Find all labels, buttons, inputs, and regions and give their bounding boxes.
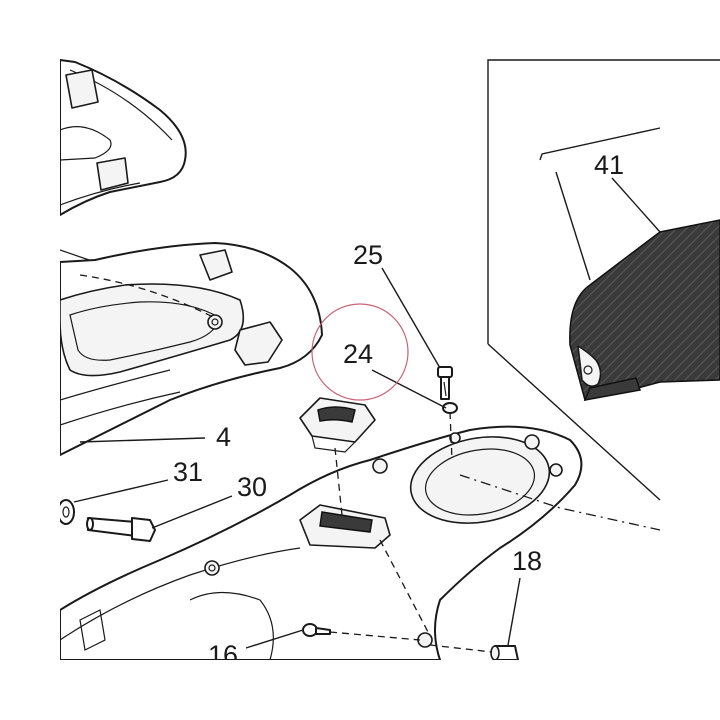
- highlight-circle: [311, 303, 409, 401]
- leader-24: [371, 369, 447, 409]
- callout-41: 41: [594, 150, 624, 180]
- assembly-line-16: [329, 631, 421, 641]
- leader-30: [151, 495, 233, 529]
- leader-25: [381, 267, 441, 369]
- washer-31: [60, 499, 75, 525]
- seat-cover: [569, 219, 720, 401]
- rear-fender-cover: [60, 242, 323, 456]
- callout-25: 25: [353, 240, 383, 270]
- inset-frame: [487, 59, 720, 501]
- leader-4: [79, 437, 206, 443]
- assembly-line-18: [429, 644, 493, 653]
- seat-inset: [539, 127, 720, 401]
- rear-frame: [60, 425, 583, 660]
- leader-18: [507, 577, 521, 646]
- fastener-18: [490, 645, 519, 660]
- cover-cap: [299, 397, 376, 453]
- bolt-30: [86, 517, 156, 542]
- leader-16: [245, 629, 304, 649]
- callout-31: 31: [173, 457, 203, 487]
- inset-bar: [539, 127, 661, 161]
- upper-cover-panel: [60, 59, 187, 216]
- callout-24: 24: [343, 339, 373, 369]
- callout-18: 18: [512, 546, 542, 576]
- callout-30: 30: [237, 472, 267, 502]
- leader-31: [73, 479, 169, 503]
- assembly-line-bracket: [379, 539, 429, 633]
- assembly-line-25: [449, 411, 453, 461]
- callout-4: 4: [216, 422, 231, 452]
- callout-16: 16: [208, 640, 238, 670]
